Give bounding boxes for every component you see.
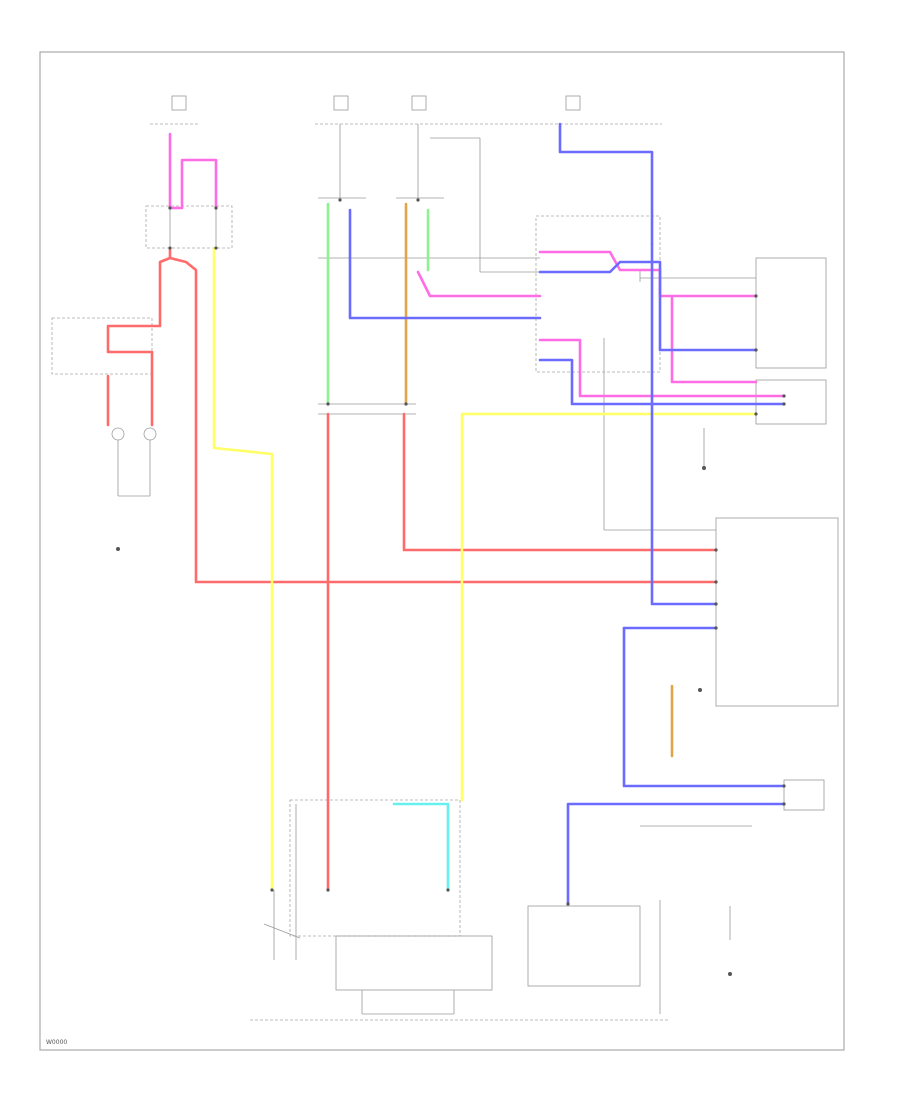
wire-yellow-center bbox=[460, 412, 758, 802]
connector-dots bbox=[168, 198, 786, 906]
center-relay-block bbox=[318, 197, 661, 415]
wire-blue-mid bbox=[538, 260, 758, 352]
wire-blue-top bbox=[558, 122, 654, 246]
fuse-box-section bbox=[150, 95, 662, 273]
wire-red-left bbox=[106, 246, 172, 427]
wire-yellow-left bbox=[212, 246, 274, 892]
wire-blue-bottom bbox=[566, 802, 786, 906]
diagram-frame bbox=[39, 51, 845, 1051]
wire-pink-top-left bbox=[168, 132, 218, 210]
wire-blue-right bbox=[538, 358, 786, 406]
right-modules bbox=[603, 257, 839, 811]
wire-pink-right-3 bbox=[670, 294, 758, 384]
footer-code: W0000 bbox=[46, 1039, 67, 1046]
wire-red-center bbox=[402, 412, 718, 552]
wire-pink-right bbox=[538, 250, 758, 298]
left-relay-block bbox=[51, 205, 233, 551]
wire-red-long bbox=[168, 256, 718, 584]
wire-cyan bbox=[392, 802, 450, 892]
wire-blue-left bbox=[348, 208, 542, 320]
bottom-switch-area bbox=[250, 799, 752, 1021]
wire-group bbox=[106, 122, 786, 906]
wire-pink-right-2 bbox=[538, 338, 786, 398]
wire-blue-vertical bbox=[650, 242, 718, 606]
wire-blue-meter bbox=[622, 626, 786, 788]
wire-pink-center bbox=[416, 270, 542, 298]
